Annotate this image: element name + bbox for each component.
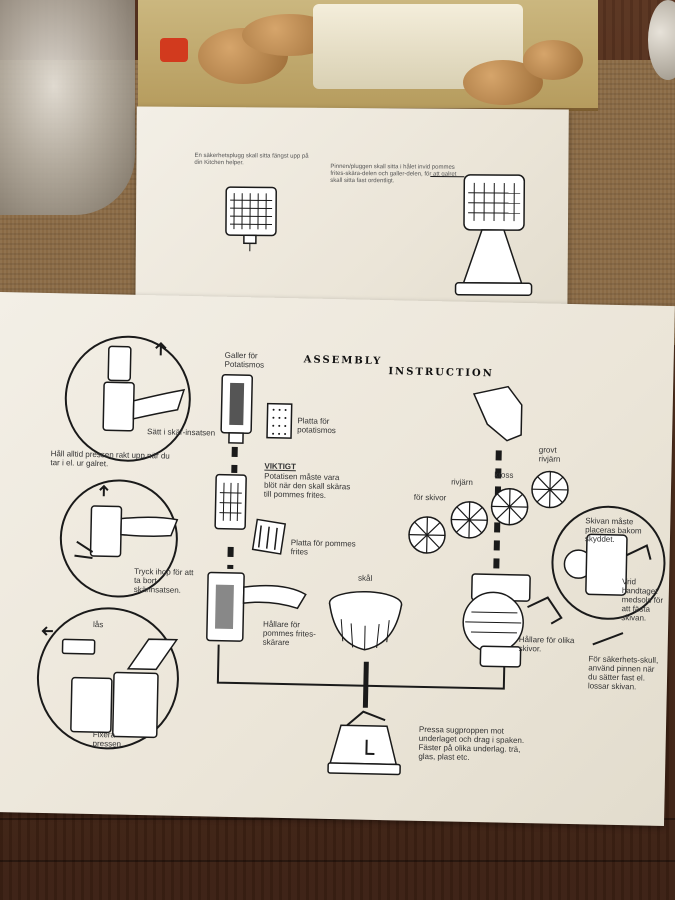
turn-note: Vrid handtaget medsols för att fästa ski… bbox=[621, 577, 664, 623]
bowl-edge bbox=[648, 0, 675, 80]
fries-plate-drawing bbox=[251, 518, 287, 555]
circle-mount-disc bbox=[551, 505, 666, 620]
plastic-bag bbox=[0, 0, 135, 215]
mash-plate-drawing bbox=[266, 402, 293, 439]
rotary-holder-drawing bbox=[462, 573, 563, 668]
right-note: Pinnen/pluggen skall sitta i hålet invid… bbox=[330, 163, 457, 185]
grid-plate-drawing bbox=[225, 186, 277, 252]
safety-pin-drawing bbox=[592, 632, 624, 646]
suction-note: Pressa sugproppen mot underlaget och dra… bbox=[418, 724, 525, 762]
left-note: En säkerhetsplugg skall sitta fängst upp… bbox=[194, 152, 309, 167]
safety-note: För säkerhets-skull, använd pinnen när d… bbox=[587, 654, 659, 692]
assembly-instruction-sheet: ASSEMBLY INSTRUCTION Sätt i skär-insatse… bbox=[0, 292, 675, 827]
fries-holder-drawing bbox=[206, 571, 307, 642]
fries-grid-drawing bbox=[214, 473, 247, 530]
blade-discs-drawing bbox=[408, 470, 569, 554]
bowl-drawing bbox=[328, 590, 403, 651]
press-stand-drawing bbox=[430, 174, 533, 296]
mash-grid-drawing bbox=[220, 373, 253, 444]
suction-base-drawing bbox=[327, 710, 401, 776]
potato bbox=[523, 40, 583, 80]
plank-seam bbox=[0, 860, 675, 862]
blade-guard-drawing bbox=[472, 385, 523, 442]
circle-insert-step bbox=[64, 335, 191, 462]
product-box bbox=[138, 0, 598, 111]
small-instruction-sheet: En säkerhetsplugg skall sitta fängst upp… bbox=[135, 106, 569, 342]
mount-note: Skivan måste placeras bakom skyddet. bbox=[584, 516, 642, 544]
circle-press-step bbox=[59, 479, 179, 598]
blade-holder-label: Hållare för olika skivor. bbox=[518, 634, 575, 654]
box-logo bbox=[160, 38, 188, 62]
circle-lock-step bbox=[36, 607, 179, 750]
